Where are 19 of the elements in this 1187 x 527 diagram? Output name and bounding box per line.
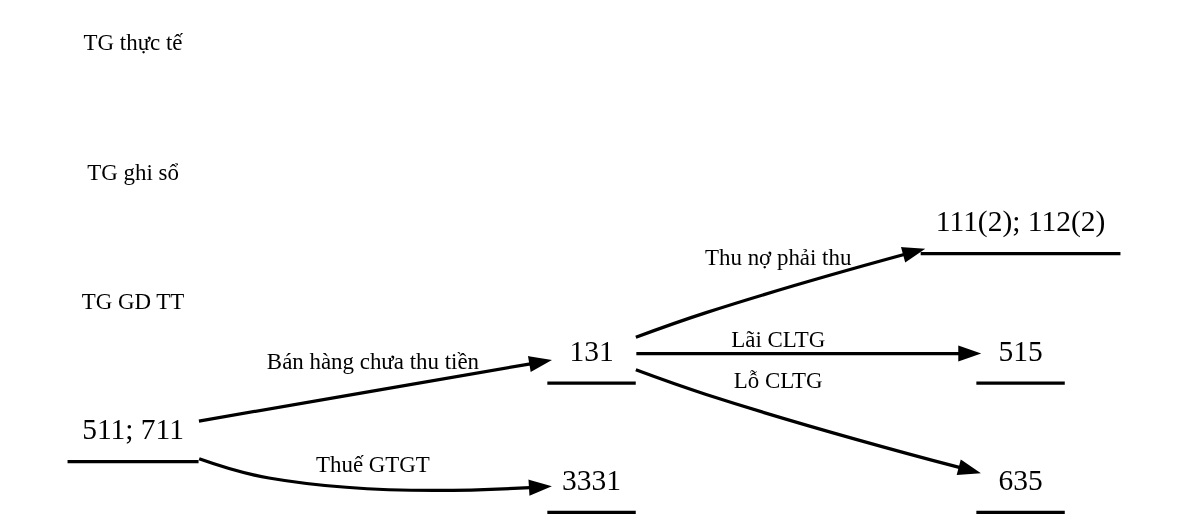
node-text: 635 [997, 464, 1043, 497]
label: TG GD TT [81, 288, 184, 314]
edge-label: Lỗ CLTG [733, 368, 823, 394]
arrow [198, 356, 552, 423]
node-text: 3331 [561, 464, 621, 497]
edge-label: Bán hàng chưa thu tiền [266, 348, 479, 374]
edge-label: Thu nợ phải thu [704, 245, 851, 271]
label: TG thực tế [83, 30, 183, 56]
node-text: 131 [568, 334, 614, 367]
node-text: 515 [997, 334, 1043, 367]
arrow [634, 368, 981, 476]
edge-label: Thuế GTGT [315, 451, 430, 477]
arrow [634, 247, 925, 339]
edge-label: Lãi CLTG [730, 327, 825, 353]
node-text: 111(2); 112(2) [935, 205, 1105, 238]
label: TG ghi sổ [86, 159, 179, 185]
node-text: 511; 711 [81, 413, 184, 446]
arrow [635, 345, 981, 362]
arrow [198, 457, 552, 496]
